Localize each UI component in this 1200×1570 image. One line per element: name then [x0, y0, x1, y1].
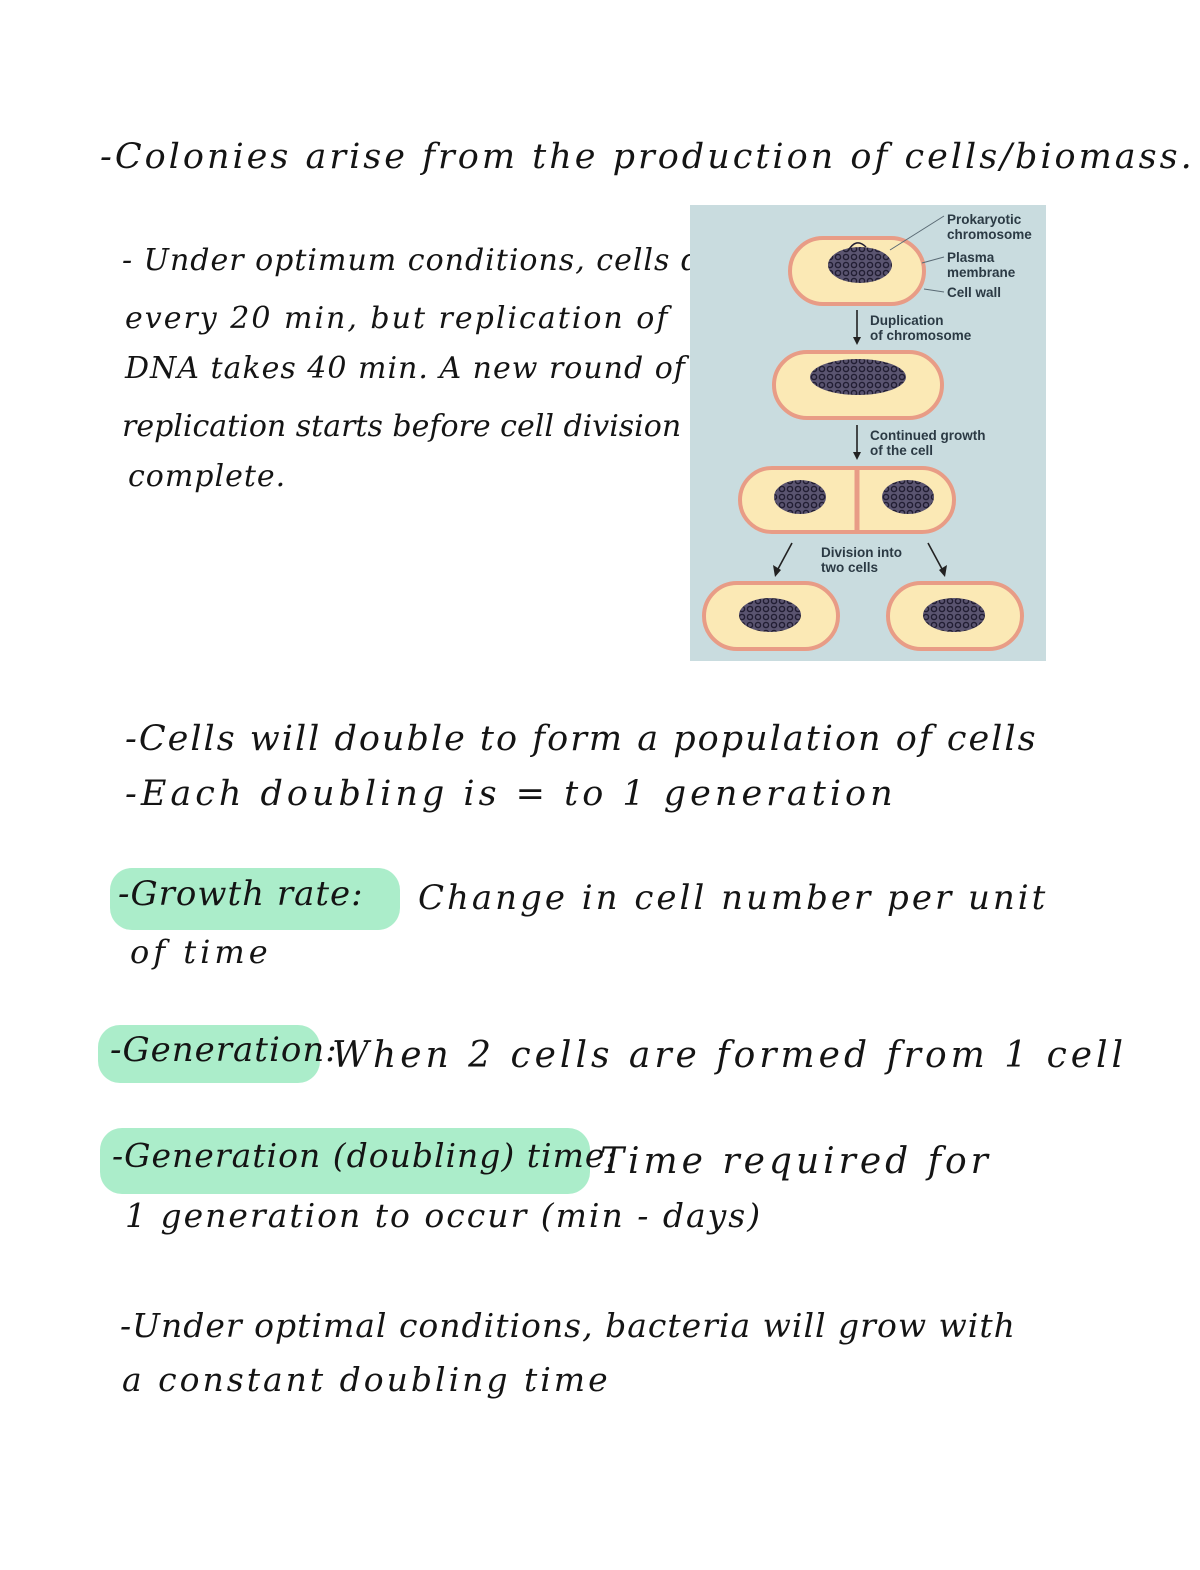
highlight-generation-time [100, 1128, 590, 1194]
chromosome-duplicated [810, 359, 906, 395]
term-generation: -Generation: [110, 1030, 338, 1070]
label-cell-wall: Cell wall [947, 285, 1002, 300]
note-optimum-line1: - Under optimum conditions, cells divide [122, 243, 780, 278]
note-optimum-line2: every 20 min, but replication of [125, 301, 670, 336]
label-two-cells: two cells [821, 560, 879, 575]
note-each-doubling: -Each doubling is = to 1 generation [125, 774, 897, 814]
label-membrane: membrane [947, 265, 1016, 280]
daughter-cell-right [886, 581, 1024, 651]
note-cells-double: -Cells will double to form a population … [125, 719, 1038, 759]
label-division-into: Division into [821, 545, 902, 560]
label-of-chromosome: of chromosome [870, 328, 972, 343]
note-constant-doubling-line1: -Under optimal conditions, bacteria will… [120, 1306, 1016, 1345]
binary-fission-figure: Prokaryotic chromosome Plasma membrane C… [690, 205, 1046, 661]
daughter-cell-left [702, 581, 840, 651]
label-continued-growth: Continued growth [870, 428, 986, 443]
def-generation-time-line2: 1 generation to occur (min - days) [125, 1196, 763, 1235]
chromosome-original [828, 247, 892, 283]
chromosome-right [882, 480, 934, 514]
cell-dividing [738, 466, 956, 534]
note-colonies: -Colonies arise from the production of c… [100, 137, 1195, 177]
chromosome-left [774, 480, 826, 514]
cell-duplicated [772, 350, 944, 420]
def-growth-rate-line1: Change in cell number per unit [418, 878, 1049, 918]
figure-drawing [702, 215, 1024, 651]
def-generation: When 2 cells are formed from 1 cell [332, 1035, 1128, 1076]
note-optimum-line4: replication starts before cell division … [122, 409, 716, 444]
note-constant-doubling-line2: a constant doubling time [122, 1360, 611, 1399]
label-plasma: Plasma [947, 250, 995, 265]
term-generation-time: -Generation (doubling) time: [112, 1136, 618, 1175]
term-growth-rate: -Growth rate: [118, 874, 364, 914]
highlight-generation [98, 1025, 320, 1083]
note-optimum-line3: DNA takes 40 min. A new round of [125, 351, 686, 386]
label-of-the-cell: of the cell [870, 443, 934, 458]
label-prokaryotic-chromosome: Prokaryotic chromosome [947, 212, 1032, 242]
note-optimum-line5: complete. [128, 459, 287, 494]
def-growth-rate-line2: of time [130, 933, 272, 971]
highlight-growth-rate [110, 868, 400, 930]
cell-original [788, 236, 926, 306]
label-duplication: Duplication [870, 313, 944, 328]
def-generation-time-line1: Time required for [600, 1141, 992, 1182]
